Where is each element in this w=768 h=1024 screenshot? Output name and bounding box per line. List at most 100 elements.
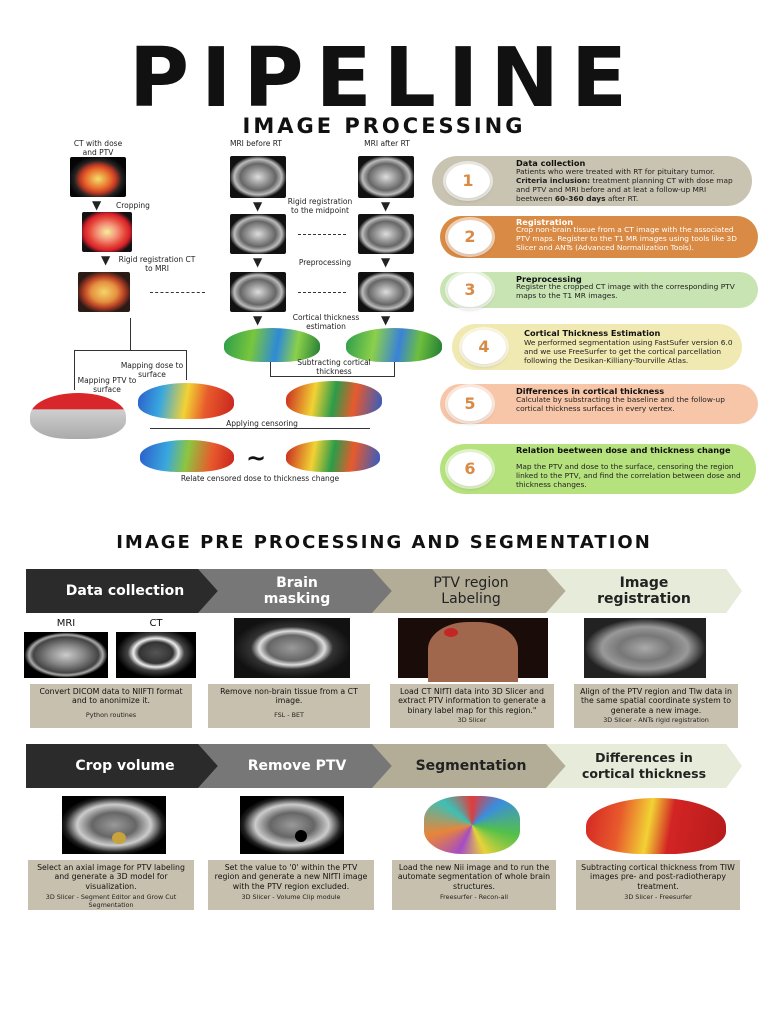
caption-crop-volume: Select an axial image for PTV labeling a… — [28, 860, 194, 910]
section-2-title-text: IMAGE PRE PROCESSING AND SEGMENTATION — [116, 532, 652, 553]
section-2-title: IMAGE PRE PROCESSING AND SEGMENTATION — [0, 532, 768, 553]
step-4-desc: We performed segmentation using FastSufe… — [524, 338, 733, 365]
chevron-cortical-thickness: Differences in cortical thickness — [546, 744, 742, 788]
arrow-down-icon: ▼ — [253, 313, 263, 327]
mri-before-image — [230, 156, 286, 198]
caption-image-registration: Align of the PTV region and Tlw data in … — [574, 684, 738, 728]
relate-label: Relate censored dose to thickness change — [180, 474, 340, 483]
step-6-number: 6 — [448, 452, 492, 486]
chevron-crop-volume: Crop volume — [26, 744, 224, 788]
step-3-number: 3 — [448, 273, 492, 307]
ct-label: CT — [149, 618, 163, 629]
arrow-down-icon: ▼ — [253, 255, 263, 269]
caption-cortical-thickness: Subtracting cortical thickness from TIW … — [576, 860, 740, 910]
mri-scan-image — [24, 632, 108, 678]
ct-dose-image — [70, 157, 126, 197]
step-3: 3 Preprocessing Register the cropped CT … — [440, 272, 758, 308]
cortical-surface-before — [224, 328, 320, 362]
crop-volume-image — [62, 796, 166, 854]
ptv-region-mark — [444, 628, 458, 637]
mri-after-preprocessed — [358, 272, 414, 312]
remove-ptv-image — [240, 796, 344, 854]
step-5-desc: Calculate by substracting the baseline a… — [516, 395, 725, 413]
preprocessing-label: Preprocessing — [298, 258, 352, 267]
thickness-change-brain — [286, 381, 382, 417]
registration-image — [584, 618, 706, 678]
arrow-down-icon: ▼ — [92, 198, 102, 212]
step-1-number: 1 — [446, 164, 490, 198]
head-silhouette — [428, 622, 518, 682]
step-2-number: 2 — [448, 220, 492, 254]
step-5-title: Differences in cortical thickness — [516, 386, 665, 396]
connector-line — [150, 428, 370, 429]
ct-cropped-image — [82, 212, 132, 252]
ct-scan-image — [116, 632, 196, 678]
subtracting-label: Subtracting cortical thickness — [297, 358, 371, 376]
connector-line — [394, 362, 395, 376]
step-6-title: Relation beetween dose and thickness cha… — [516, 445, 731, 455]
mri-label: MRI — [56, 618, 76, 629]
cropping-label: Cropping — [116, 201, 150, 210]
ptv-surface-brain — [30, 393, 126, 439]
page-title: PIPELINE — [128, 31, 640, 126]
chevron-remove-ptv: Remove PTV — [198, 744, 396, 788]
cortical-surface-after — [346, 328, 442, 362]
connector-line — [74, 350, 186, 351]
step-1-title: Data collection — [516, 158, 586, 168]
mri-before-registered — [230, 214, 286, 254]
dashed-connector — [298, 292, 346, 293]
arrow-down-icon: ▼ — [101, 253, 111, 267]
caption-remove-ptv: Set the value to '0' within the PTV regi… — [208, 860, 374, 910]
chevron-ptv-labeling: PTV region Labeling — [372, 569, 570, 613]
rigid-mid-label: Rigid registration to the midpoint — [287, 197, 353, 215]
ct-column-label: CT with dose and PTV — [73, 139, 123, 157]
dashed-connector — [150, 292, 205, 293]
caption-brain-masking: Remove non-brain tissue from a CT image.… — [208, 684, 370, 728]
step-3-title: Preprocessing — [516, 274, 582, 284]
brain-masking-image — [234, 618, 350, 678]
page-subtitle: IMAGE PROCESSING — [242, 114, 526, 138]
segmentation-image — [424, 796, 520, 854]
mri-after-registered — [358, 214, 414, 254]
step-4: 4 Cortical Thickness Estimation We perfo… — [452, 324, 742, 370]
caption-segmentation: Load the new Nii image and to run the au… — [392, 860, 556, 910]
caption-data-collection: Convert DICOM data to NIIFTI format and … — [30, 684, 192, 728]
step-4-title: Cortical Thickness Estimation — [524, 328, 661, 338]
ptv-highlight — [112, 832, 126, 844]
mapping-dose-label: Mapping dose to surface — [120, 361, 184, 379]
connector-line — [74, 350, 75, 390]
tilde-symbol: ~ — [246, 444, 267, 472]
step-6: 6 Relation beetween dose and thickness c… — [440, 444, 756, 494]
mri-before-label: MRI before RT — [229, 139, 283, 148]
cortical-thickness-image — [586, 798, 726, 854]
step-6-desc: Map the PTV and dose to the surface, cen… — [516, 462, 741, 489]
step-2: 2 Registration Crop non-brain tissue fro… — [440, 216, 758, 258]
connector-line — [270, 376, 395, 377]
arrow-down-icon: ▼ — [381, 199, 391, 213]
censored-thickness-brain — [286, 440, 380, 472]
step-2-title: Registration — [516, 217, 574, 227]
mapping-ptv-label: Mapping PTV to surface — [77, 376, 137, 394]
step-3-desc: Register the cropped CT image with the c… — [516, 282, 735, 300]
chevron-brain-masking: Brain masking — [198, 569, 396, 613]
mri-before-preprocessed — [230, 272, 286, 312]
cortical-est-label: Cortical thickness estimation — [292, 313, 360, 331]
connector-line — [270, 362, 271, 376]
step-5-number: 5 — [448, 387, 492, 421]
ptv-labeling-image — [398, 618, 548, 682]
step-1-desc: Patients who were treated with RT for pi… — [516, 167, 733, 203]
censored-dose-brain — [140, 440, 234, 472]
chevron-data-collection: Data collection — [26, 569, 224, 613]
arrow-down-icon: ▼ — [381, 313, 391, 327]
arrow-down-icon: ▼ — [253, 199, 263, 213]
step-2-desc: Crop non-brain tissue from a CT image wi… — [516, 225, 737, 252]
chevron-image-registration: Image registration — [546, 569, 742, 613]
arrow-down-icon: ▼ — [381, 255, 391, 269]
mri-after-image — [358, 156, 414, 198]
censoring-label: Applying censoring — [226, 419, 298, 428]
connector-line — [186, 350, 187, 380]
ptv-removed-mark — [295, 830, 307, 842]
chevron-segmentation: Segmentation — [372, 744, 570, 788]
dose-surface-brain — [138, 383, 234, 419]
caption-ptv-labeling: Load CT NIfTI data into 3D Slicer and ex… — [390, 684, 554, 728]
